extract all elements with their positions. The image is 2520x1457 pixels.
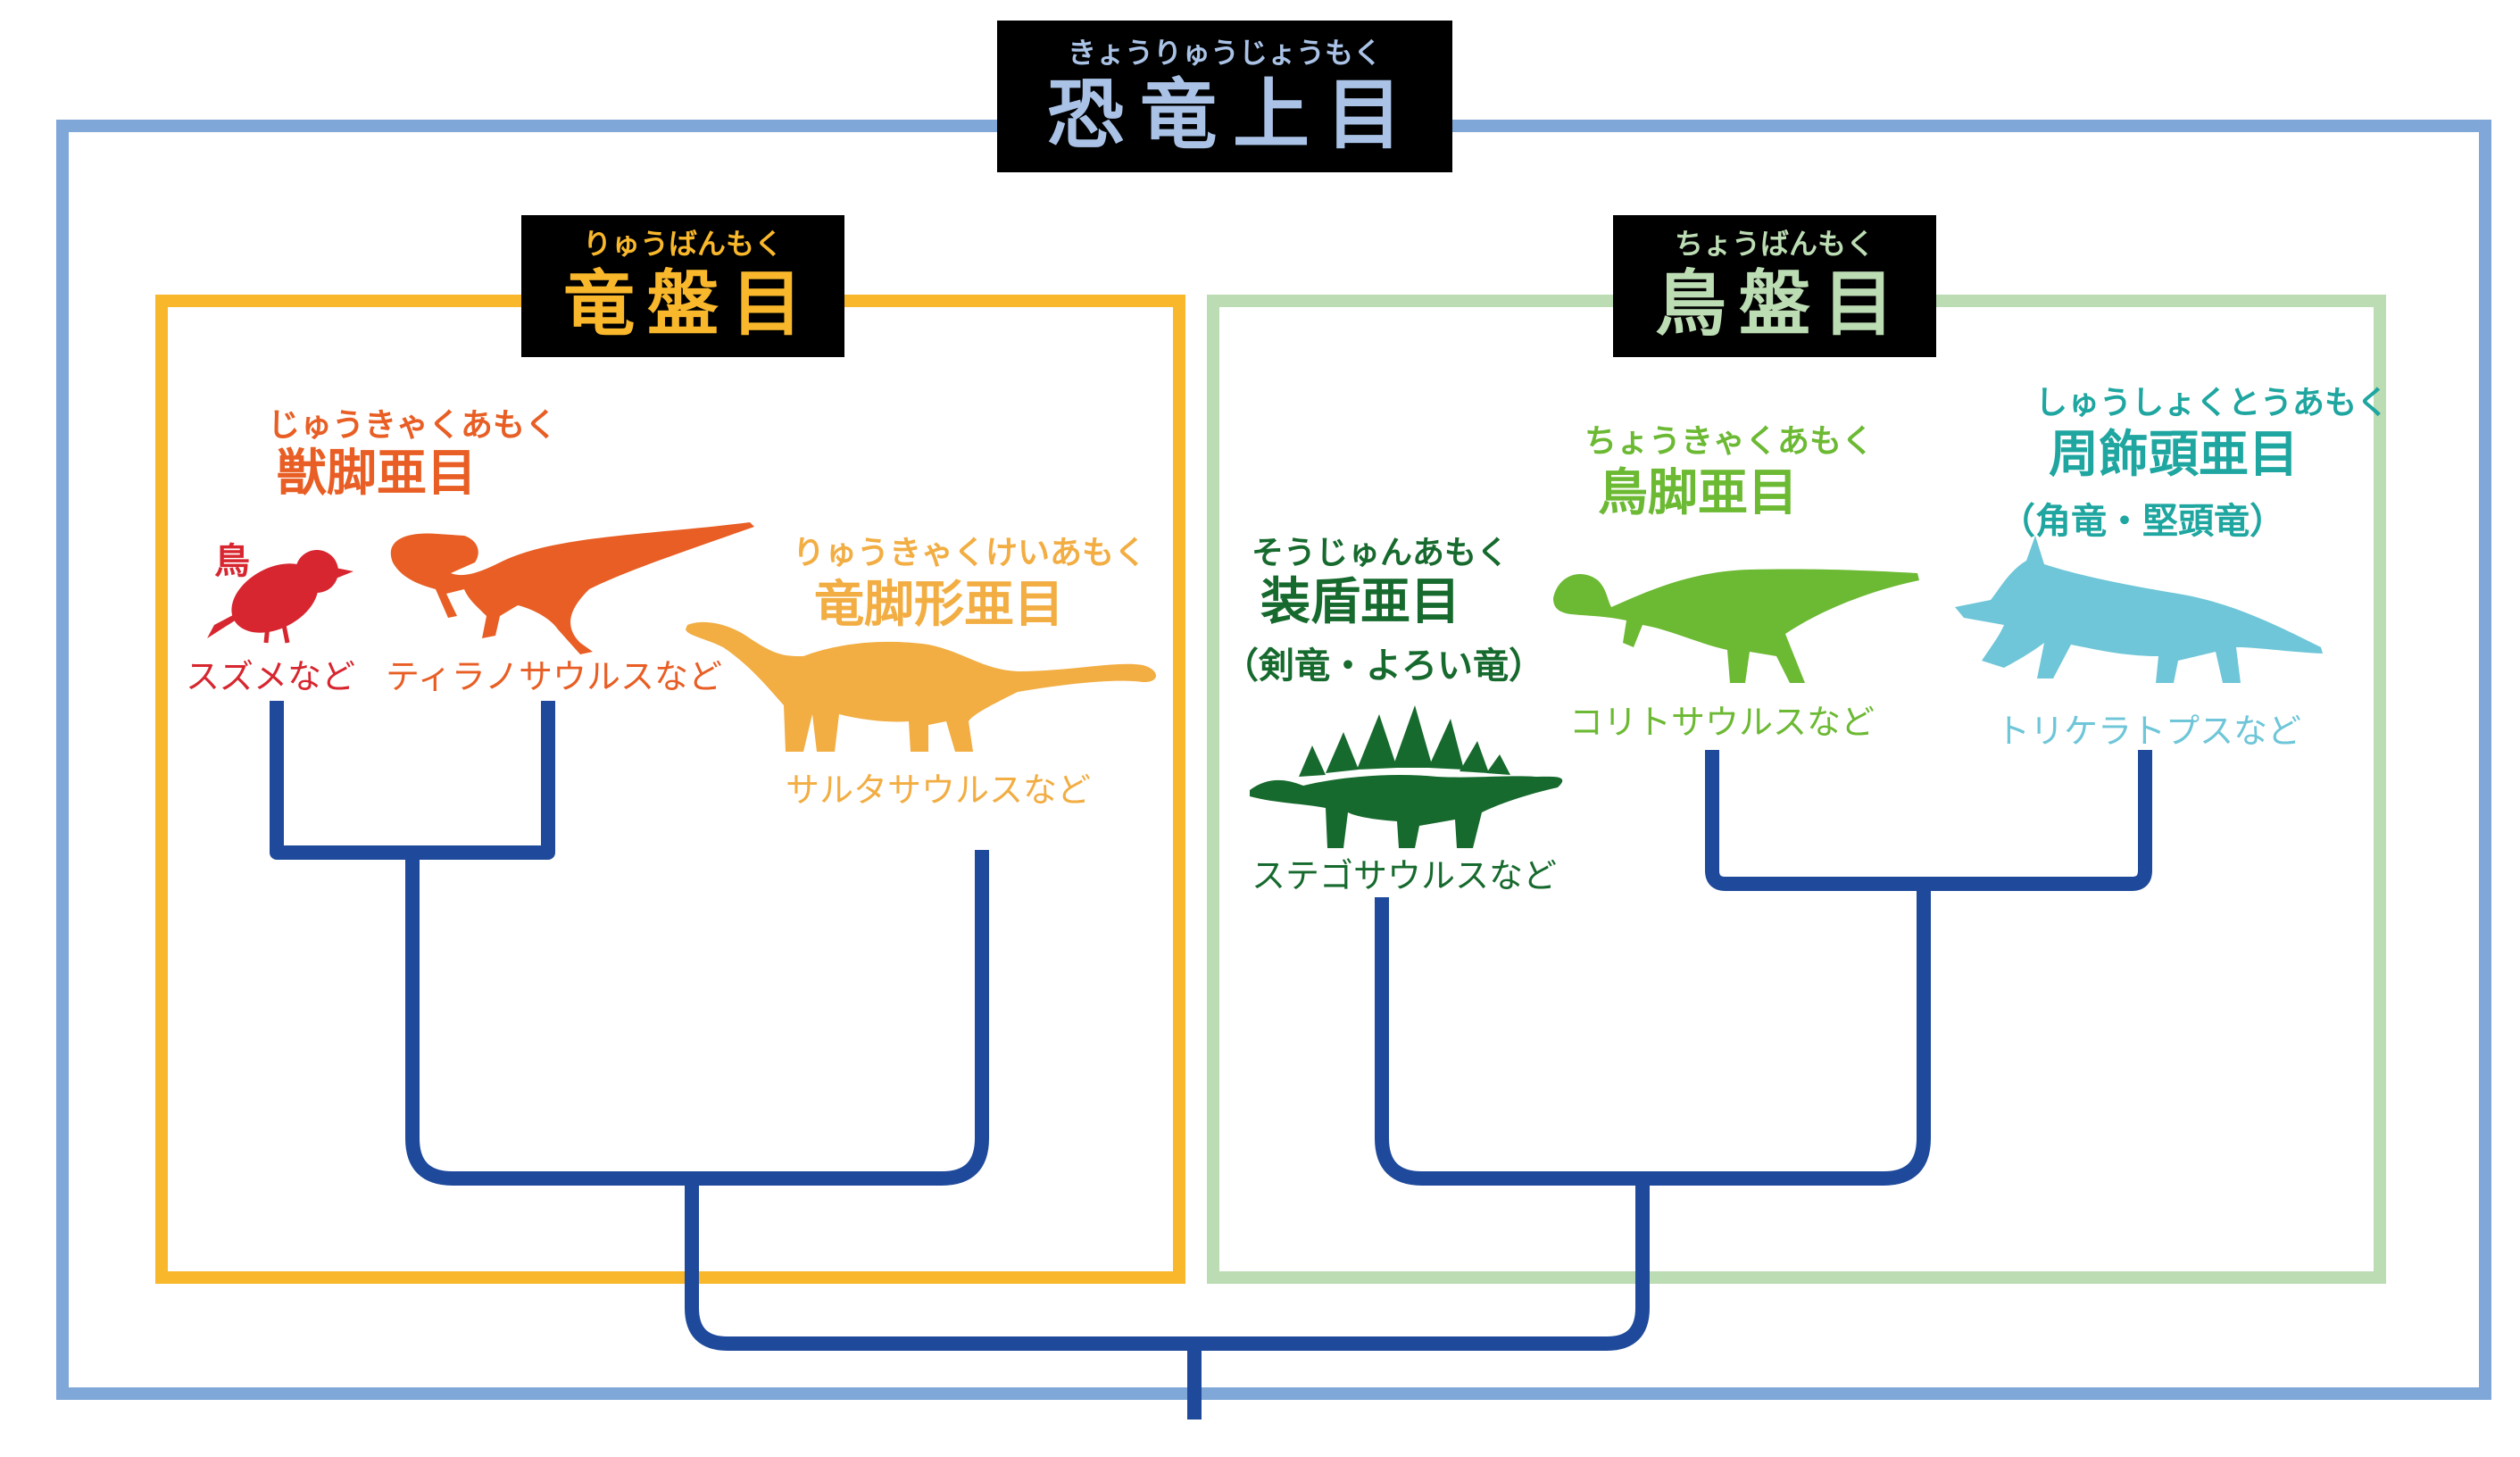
thyreophora-note: （剣竜・よろい竜） <box>1223 645 1544 687</box>
ornithopoda-ruby: ちょうきゃくあもく <box>1584 423 1875 460</box>
ornithischia-title-plate: ちょうばんもく 鳥盤目 <box>1613 215 1936 357</box>
tree-branch-cerapoda <box>1705 750 2152 891</box>
saurischia-title-plate: りゅうばんもく 竜盤目 <box>521 215 844 357</box>
ornithischia-ruby: ちょうばんもく <box>1674 227 1875 261</box>
saurischia-ruby: りゅうばんもく <box>582 227 783 261</box>
tyrannosaurus-silhouette <box>390 522 754 654</box>
marginocephalia-ruby: しゅうしょくとうあもく <box>2035 385 2390 421</box>
saurischia-title: 竜盤目 <box>563 262 815 346</box>
saltasaurus-silhouette <box>686 621 1156 752</box>
dinosauria-title-plate: きょうりゅうじょうもく 恐竜上目 <box>997 21 1452 172</box>
sparrow-silhouette <box>207 550 353 644</box>
saurischia-frame <box>155 295 1185 1284</box>
dinosauria-title: 恐竜上目 <box>1047 71 1418 160</box>
bird-label: 鳥 <box>214 541 250 582</box>
triceratops-example: トリケラトプスなど <box>1996 712 2302 751</box>
triceratops-silhouette <box>1955 536 2323 683</box>
marginocephalia-title: 周飾頭亜目 <box>2049 426 2299 484</box>
theropoda-title: 獣脚亜目 <box>277 445 477 503</box>
sauropodomorpha-ruby: りゅうきゃくけいあもく <box>793 535 1147 571</box>
sauropodomorpha-title: 竜脚形亜目 <box>814 576 1064 634</box>
tree-branch-theropoda <box>270 701 555 860</box>
ornithischia-title: 鳥盤目 <box>1655 262 1907 346</box>
dinosauria-ruby: きょうりゅうじょうもく <box>1067 36 1382 70</box>
sparrow-example: スズメなど <box>186 657 356 696</box>
thyreophora-ruby: そうじゅんあもく <box>1252 535 1510 571</box>
thyreophora-title: 装盾亜目 <box>1260 573 1460 631</box>
tyrannosaurus-example: ティラノサウルスなど <box>386 657 722 696</box>
corythosaurus-example: コリトサウルスなど <box>1569 703 1875 742</box>
stegosaurus-silhouette <box>1250 705 1563 848</box>
tree-branch-ornithischia <box>1375 884 1931 1186</box>
theropoda-ruby: じゅうきゃくあもく <box>268 407 558 444</box>
corythosaurus-silhouette <box>1553 569 1919 683</box>
tree-branch-saurischia <box>405 850 989 1186</box>
marginocephalia-note: （角竜・堅頭竜） <box>2000 501 2285 542</box>
stegosaurus-example: ステゴサウルスなど <box>1252 856 1558 895</box>
saltasaurus-example: サルタサウルスなど <box>786 770 1092 810</box>
dinosauria-frame <box>56 120 2491 1400</box>
ornithopoda-title: 鳥脚亜目 <box>1598 464 1798 522</box>
tree-branch-root <box>685 1178 1650 1351</box>
